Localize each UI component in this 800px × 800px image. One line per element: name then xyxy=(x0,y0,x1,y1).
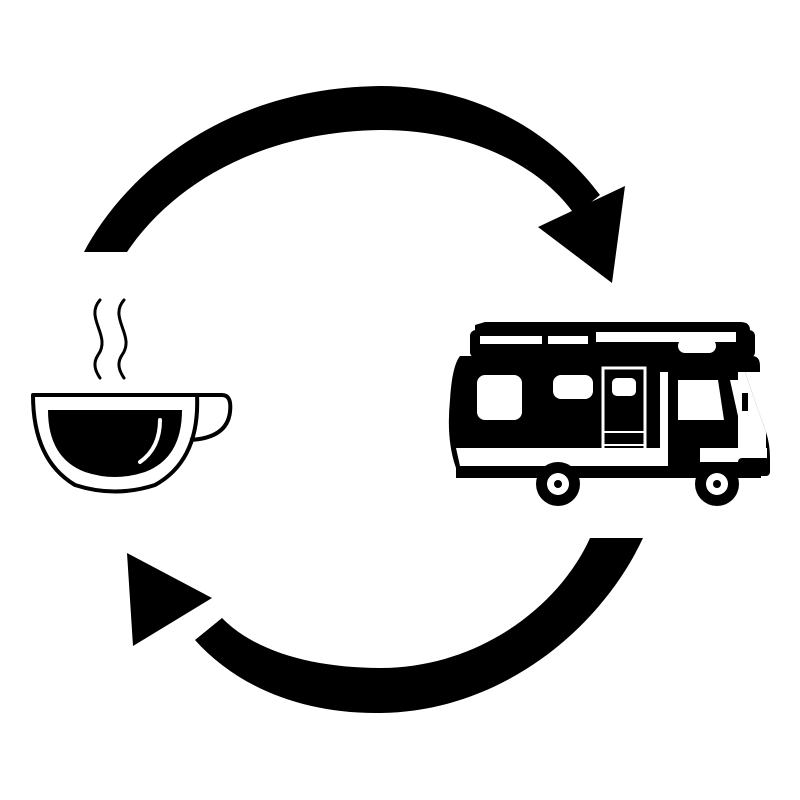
camper-van-icon xyxy=(448,322,770,506)
coffee-cup-icon xyxy=(31,298,233,494)
top-arrow-icon xyxy=(84,86,625,283)
bottom-arrow-icon xyxy=(127,538,643,714)
